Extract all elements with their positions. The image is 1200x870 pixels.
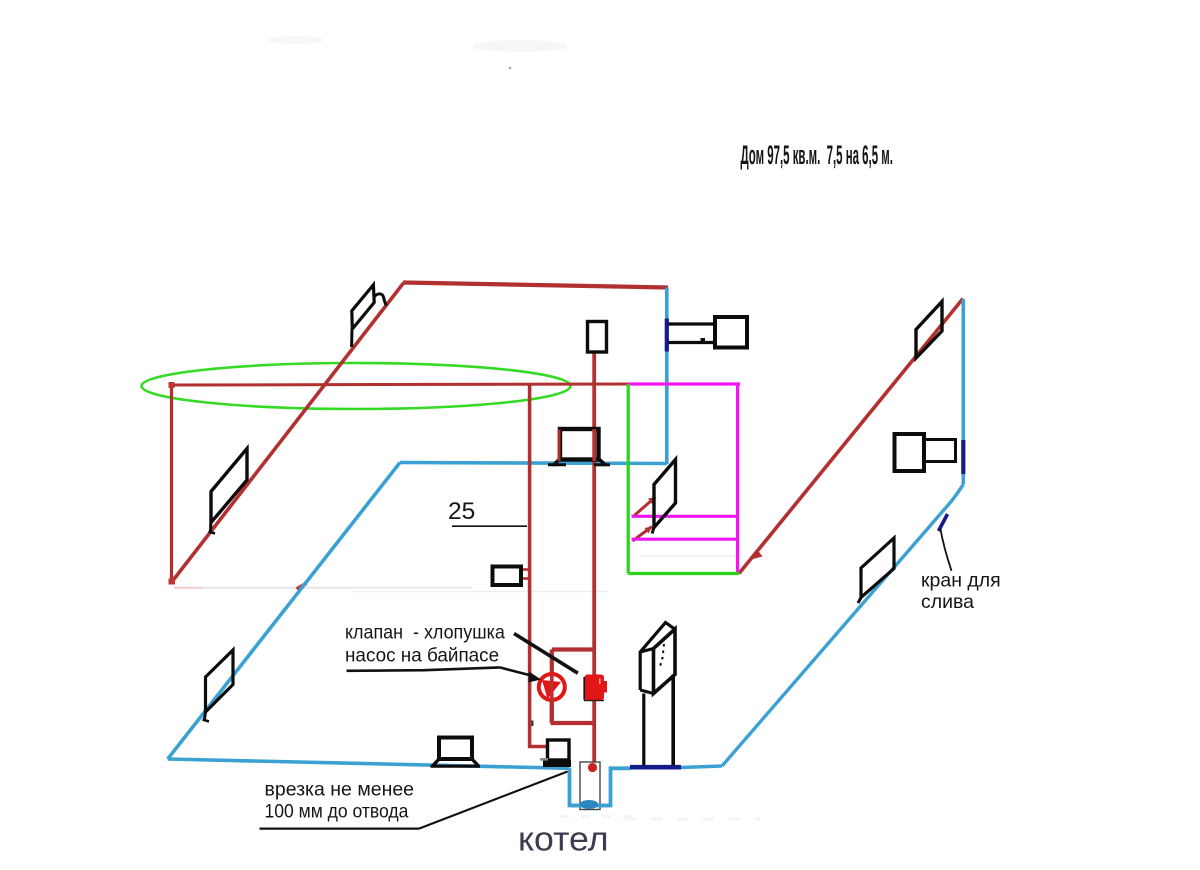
- svg-text:100 мм до отвода: 100 мм до отвода: [265, 800, 410, 822]
- svg-text:насос на байпасе: насос на байпасе: [345, 645, 499, 666]
- svg-text:слива: слива: [921, 591, 974, 613]
- svg-text:котел: котел: [518, 820, 609, 858]
- svg-text:клапан - хлопушка: клапан - хлопушка: [345, 621, 505, 643]
- svg-text:врезка не менее: врезка не менее: [265, 779, 415, 801]
- svg-text:Дом 97,5 кв.м. 7,5 на 6,5 м.: Дом 97,5 кв.м. 7,5 на 6,5 м.: [741, 141, 893, 171]
- svg-text:кран для: кран для: [921, 570, 1001, 592]
- svg-text:25: 25: [448, 498, 475, 525]
